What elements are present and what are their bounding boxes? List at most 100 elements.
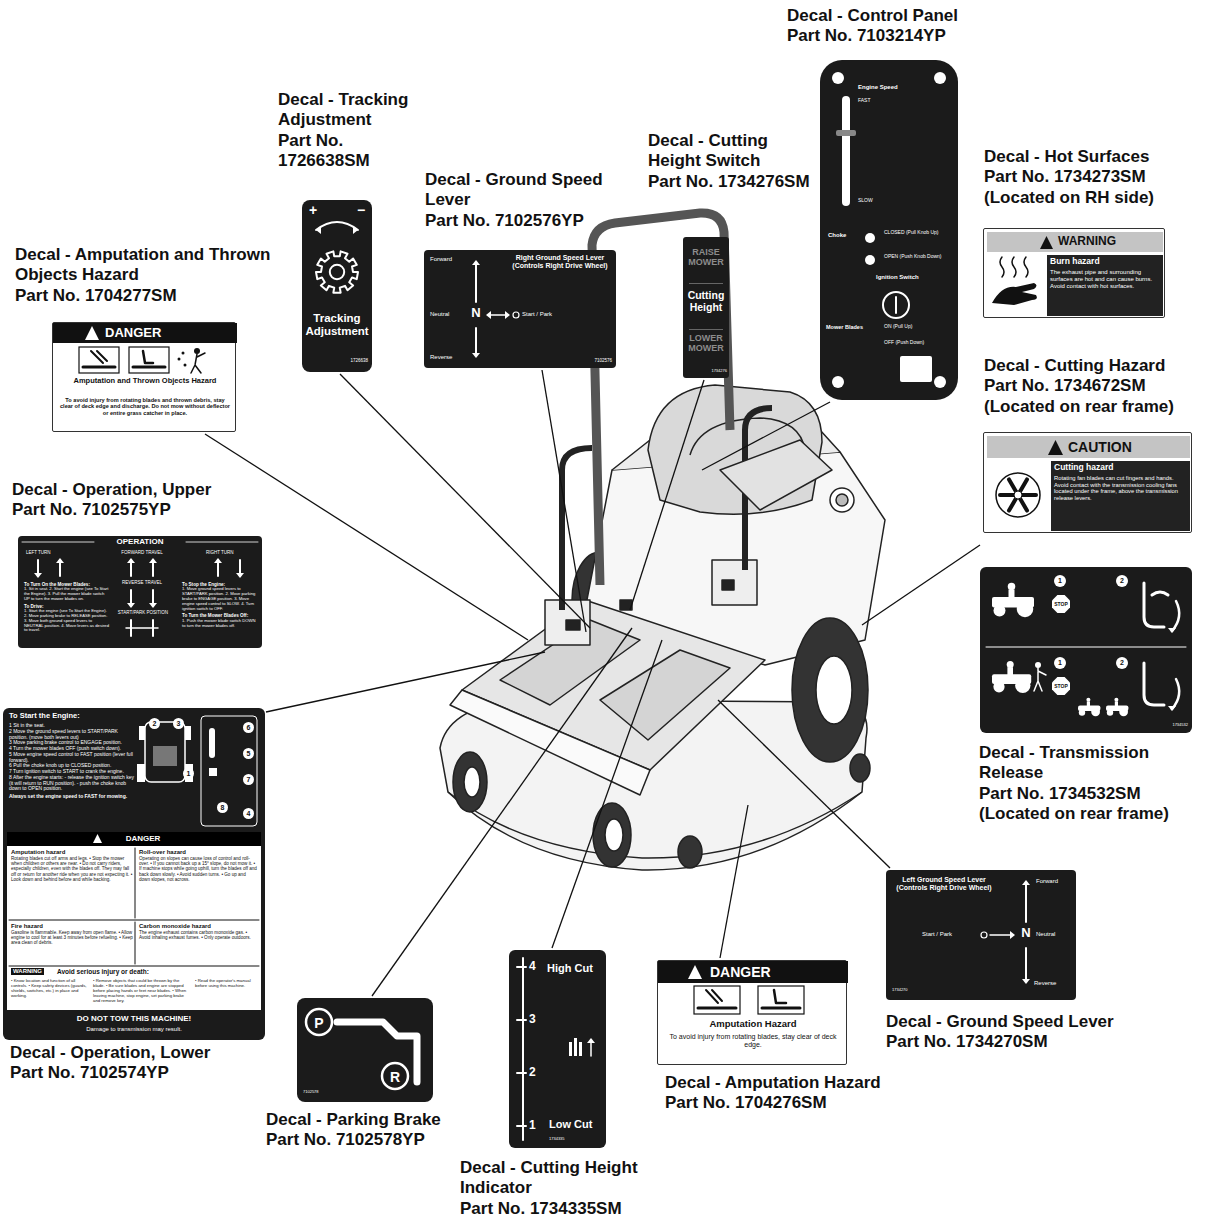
decal-text: DANGER — [710, 964, 840, 980]
decal-graphic — [1119, 707, 1128, 716]
decal-text: DANGER — [105, 326, 229, 341]
decal: Decal - Amputation and Thrown Objects Ha… — [52, 322, 236, 432]
decal-text: 4 — [529, 960, 541, 974]
decal-caption-line: Part No. 1734672SM — [984, 376, 1214, 396]
decal-caption-line: Part No. 7102576YP — [425, 211, 625, 231]
decal-text: Roll-over hazard — [139, 849, 257, 856]
mower-part — [462, 600, 765, 770]
decal-graphic — [153, 746, 177, 766]
decal-graphic — [895, 297, 897, 313]
mower-part — [718, 700, 890, 868]
decal-text: The engine exhaust contains carbon monox… — [139, 930, 257, 941]
decal-text-column: Amputation hazardRotating blades cut off… — [11, 849, 133, 882]
decal-text: CAUTION — [1068, 439, 1178, 455]
decal-text-column: To Turn On the Mower Blades:1. Sit in se… — [24, 582, 110, 633]
decal-text: 4 — [243, 808, 254, 819]
decal-text: Rotating fan blades can cut fingers and … — [1054, 475, 1188, 502]
decal-graphic — [505, 311, 510, 319]
decal-graphic — [1007, 667, 1013, 675]
mower-part — [605, 819, 623, 851]
decal-graphic — [706, 990, 722, 1003]
decal-graphic — [9, 848, 259, 966]
decal-graphic — [1015, 678, 1030, 693]
decal-text: OPEN (Push Knob Down) — [884, 254, 948, 260]
decal: Decal - Cutting Height SwitchPart No. 17… — [683, 237, 729, 378]
decal-graphic — [1008, 583, 1016, 591]
decal-text: DANGER — [103, 834, 183, 843]
decal-caption: Decal - Transmission ReleasePart No. 173… — [979, 743, 1211, 825]
decal-caption-line: Part No. 1734276SM — [648, 172, 813, 192]
decal-graphic — [127, 603, 135, 608]
decal-graphic — [1107, 709, 1113, 715]
decal-graphic — [194, 348, 200, 354]
decal-graphic — [981, 932, 987, 938]
decal: Decal - Operation, LowerPart No. 7102574… — [3, 708, 265, 1040]
decal-graphic — [85, 326, 99, 340]
decal-graphic — [1022, 979, 1030, 984]
decal-text: 2 — [149, 718, 160, 729]
decal-text: DO NOT TOW THIS MACHINE! — [13, 1014, 255, 1023]
decal-graphic — [91, 351, 107, 363]
decal-graphic — [1040, 236, 1053, 249]
mower-part — [862, 545, 980, 625]
decal-text: 1 — [183, 768, 194, 779]
decal-text: 3 — [529, 1013, 541, 1027]
decal-graphic — [1172, 601, 1179, 631]
decal-text: The exhaust pipe and surrounding surface… — [1050, 269, 1161, 290]
decal-caption-line: Decal - Ground Speed Lever — [886, 1012, 1186, 1032]
mower-part — [712, 560, 757, 605]
decal-graphic — [579, 1042, 582, 1056]
decal-caption: Decal - Cutting Height SwitchPart No. 17… — [648, 131, 813, 192]
decal-graphic — [143, 351, 153, 363]
decal-graphic — [1091, 707, 1100, 716]
decal-caption-line: Decal - Tracking Adjustment — [278, 90, 438, 131]
decal-caption-line: Part No. 7102574YP — [10, 1063, 270, 1083]
decal-graphic — [382, 1063, 408, 1089]
decal-text: Amputation hazard — [11, 849, 133, 856]
decal-graphic — [1010, 931, 1015, 939]
decal-graphic — [184, 364, 187, 367]
mower-part — [836, 494, 848, 506]
mower-part — [464, 767, 480, 797]
decal-caption-line: Decal - Cutting Height Switch — [648, 131, 813, 172]
decal-graphic — [472, 260, 480, 265]
decal-graphic — [1079, 709, 1085, 715]
decal-text: High Cut — [547, 962, 605, 975]
mower-part — [545, 600, 590, 645]
decal-graphic — [986, 647, 1186, 648]
decal-graphic — [865, 233, 875, 243]
mower-part — [552, 640, 662, 948]
decal-graphic — [1087, 701, 1090, 706]
decal-text: − — [354, 202, 368, 218]
decal-text: To avoid injury from rotating blades, st… — [668, 1033, 838, 1049]
decal-text: Forward — [430, 256, 470, 263]
decal-graphic — [79, 347, 119, 373]
decal-text: 1734270 — [892, 988, 922, 993]
decal-graphic — [149, 603, 157, 608]
decal-caption: Decal - Ground Speed LeverPart No. 17342… — [886, 1012, 1186, 1053]
decal-graphic — [517, 966, 526, 968]
decal-text: Reverse — [430, 354, 466, 361]
decal-text-column: • Remove objects that could be thrown by… — [93, 979, 191, 1004]
decal-text-column: To Stop the Engine:1. Move ground speed … — [182, 582, 258, 628]
mower-part — [722, 580, 734, 590]
decal: Decal - Transmission ReleasePart No. 173… — [980, 567, 1192, 733]
decal-text: Damage to transmission may result. — [13, 1026, 255, 1033]
decal-text: Avoid serious injury or death: — [57, 968, 207, 975]
decal-text: 3 — [173, 718, 184, 729]
decal-graphic — [762, 1007, 800, 1010]
leader-lines — [205, 370, 980, 996]
decal-text: R — [385, 1069, 405, 1085]
decal: Decal - Tracking AdjustmentPart No. 1726… — [302, 200, 372, 372]
mower-part — [702, 402, 830, 470]
decal-text: CLOSED (Pull Knob Up) — [884, 230, 948, 236]
mower-part — [630, 380, 704, 610]
decal-text: 1. Start the engine (see To Start the En… — [24, 609, 110, 633]
decal-text: Cutting hazard — [1054, 463, 1186, 473]
decal-text: 1. Move ground speed levers to START/PAR… — [182, 587, 258, 611]
decal-caption: Decal - Control PanelPart No. 7103214YP — [787, 6, 1017, 47]
decal-graphic — [182, 352, 185, 355]
decal-graphic — [994, 605, 1006, 617]
decal-graphic — [1168, 706, 1176, 711]
